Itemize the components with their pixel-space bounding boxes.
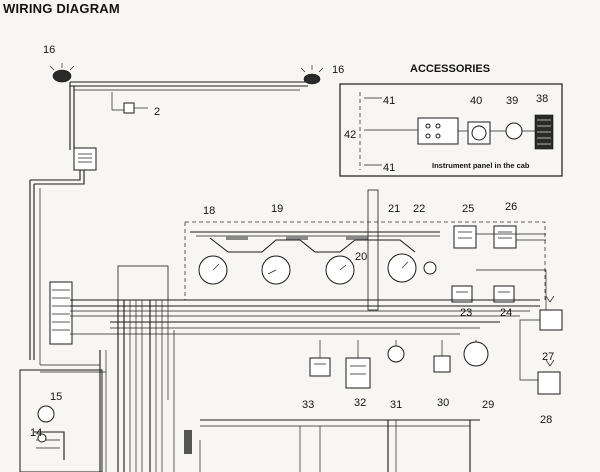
label-19: 19 [271, 203, 283, 215]
lower-components [34, 295, 563, 460]
label-27: 27 [542, 351, 554, 363]
label-33: 33 [302, 399, 314, 411]
label-32: 32 [354, 397, 366, 409]
label-23: 23 [460, 307, 472, 319]
label-16-right: 16 [332, 64, 344, 76]
label-26: 26 [505, 201, 517, 213]
component-30 [433, 355, 451, 373]
label-2: 2 [154, 106, 160, 118]
component-29 [463, 341, 489, 367]
main-harness [19, 265, 540, 472]
label-39: 39 [506, 95, 518, 107]
component-14 [37, 433, 47, 443]
label-25: 25 [462, 203, 474, 215]
label-22: 22 [413, 203, 425, 215]
lamp-right [300, 65, 324, 85]
indicator-22 [423, 261, 437, 275]
component-28 [537, 371, 561, 395]
label-40: 40 [470, 95, 482, 107]
component-31 [387, 345, 405, 363]
label-28: 28 [540, 414, 552, 426]
label-38: 38 [536, 93, 548, 105]
page-title: WIRING DIAGRAM [3, 1, 120, 16]
label-31: 31 [390, 399, 402, 411]
component-27 [539, 309, 563, 331]
label-30: 30 [437, 397, 449, 409]
switch-2 [123, 102, 148, 114]
left-harness [29, 147, 97, 365]
relay-32 [345, 357, 371, 389]
instrument-area [184, 189, 547, 320]
lamp-left [49, 63, 75, 83]
label-41-bottom: 41 [383, 162, 395, 174]
roof-harness [69, 81, 312, 150]
label-21: 21 [388, 203, 400, 215]
accessories-box [339, 83, 563, 177]
label-18: 18 [203, 205, 215, 217]
label-24: 24 [500, 307, 512, 319]
label-20: 20 [355, 251, 367, 263]
label-41-top: 41 [383, 95, 395, 107]
accessories-title: ACCESSORIES [410, 63, 491, 75]
label-15: 15 [50, 391, 62, 403]
callout-labels: 16 16 2 41 40 39 38 42 41 18 19 21 22 25… [30, 44, 554, 439]
label-29: 29 [482, 399, 494, 411]
relay-33 [309, 357, 331, 377]
instrument-panel-caption: Instrument panel in the cab [432, 161, 530, 170]
label-16-left: 16 [43, 44, 55, 56]
component-15 [37, 405, 55, 423]
label-42: 42 [344, 129, 356, 141]
label-14: 14 [30, 427, 42, 439]
